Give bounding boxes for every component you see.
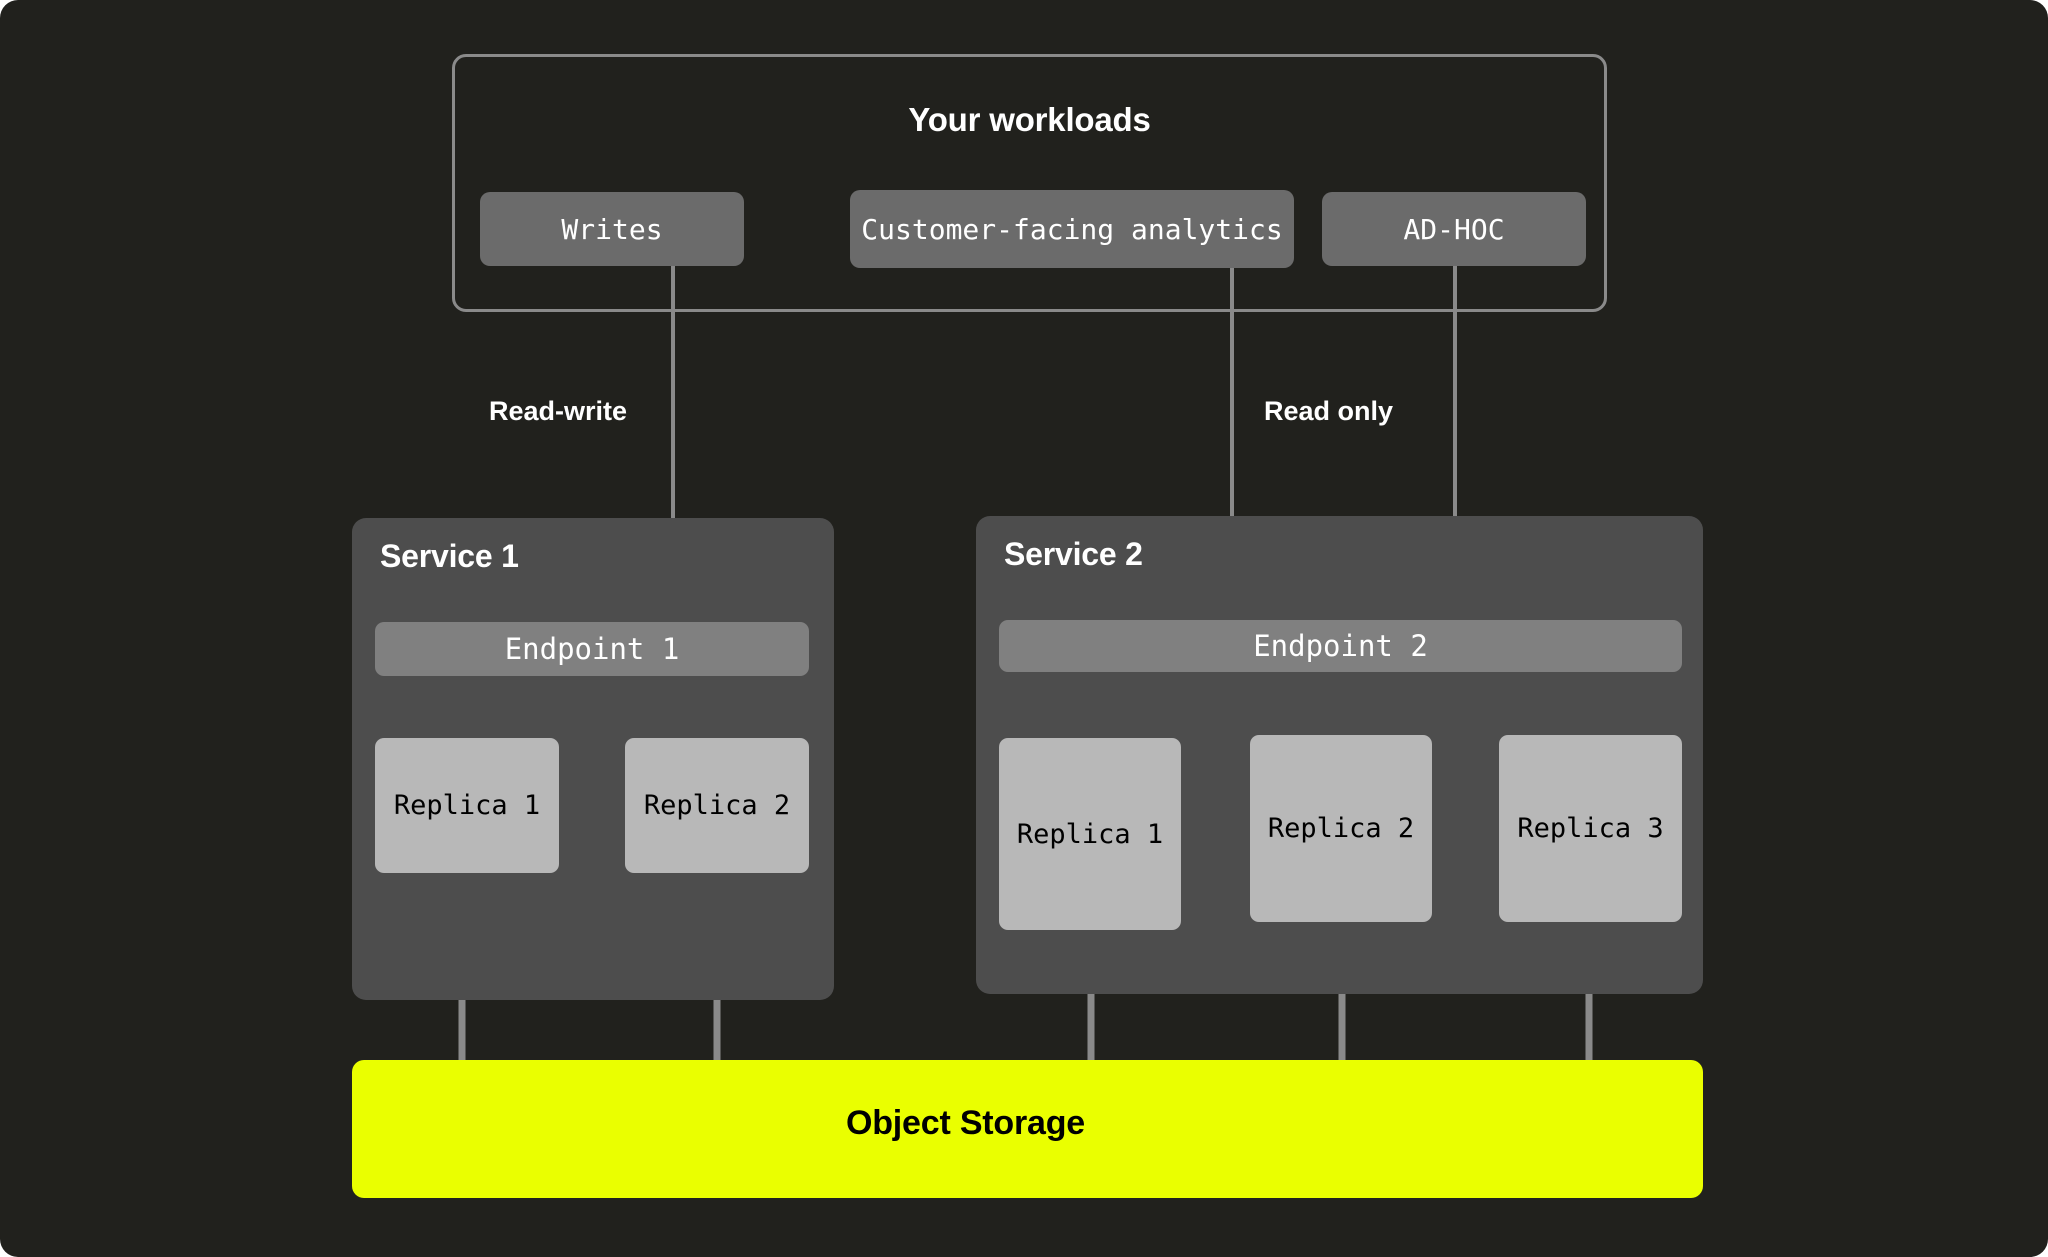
workload-chip-writes[interactable]: Writes [480,192,744,266]
service-2-replica-1[interactable]: Replica 1 [999,738,1181,930]
service-1-replica-2[interactable]: Replica 2 [625,738,809,873]
endpoint-2[interactable]: Endpoint 2 [999,620,1682,672]
workload-chip-adhoc[interactable]: AD-HOC [1322,192,1586,266]
service-1-replica-1[interactable]: Replica 1 [375,738,559,873]
service-1-title: Service 1 [380,538,519,574]
service-2-title: Service 2 [1004,536,1143,572]
flow-label-read-only: Read only [1264,396,1394,426]
flow-label-read-write: Read-write [489,396,628,426]
workloads-container: Your workloads [452,54,1607,312]
endpoint-1[interactable]: Endpoint 1 [375,622,809,676]
object-storage-bar[interactable]: Object Storage [352,1060,1703,1198]
service-2-replica-2[interactable]: Replica 2 [1250,735,1432,922]
service-2-replica-3[interactable]: Replica 3 [1499,735,1682,922]
workload-chip-analytics[interactable]: Customer-facing analytics [850,190,1294,268]
workloads-title: Your workloads [908,101,1151,138]
object-storage-label: Object Storage [845,1104,1086,1142]
